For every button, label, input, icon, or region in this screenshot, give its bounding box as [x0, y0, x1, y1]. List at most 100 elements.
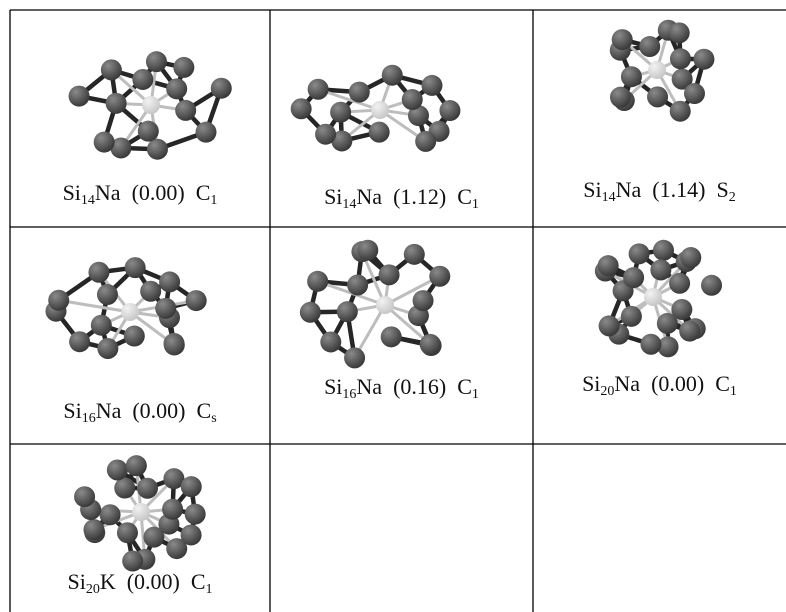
silicon-atom [162, 498, 184, 520]
silicon-atom [701, 274, 723, 296]
silicon-atom [620, 66, 642, 88]
silicon-atom [105, 92, 127, 114]
relative-energy: (0.00) [121, 569, 186, 594]
caption-text: Si [324, 374, 343, 399]
relative-energy: (0.00) [126, 398, 192, 423]
silicon-atom [671, 68, 693, 90]
silicon-atom [381, 64, 403, 86]
silicon-atom [90, 314, 112, 336]
silicon-atom [628, 243, 650, 265]
caption-subscript: 14 [342, 197, 357, 212]
cell-si16na-b: Si16Na (0.16) C1 [270, 227, 533, 444]
silicon-atom [320, 331, 342, 353]
silicon-atom [680, 247, 702, 269]
caption-subscript: s [211, 411, 217, 426]
silicon-atom [693, 48, 715, 70]
caption-text: Na [614, 371, 641, 396]
relative-energy: (1.12) [387, 184, 452, 209]
cell-si20k-a: Si20K (0.00) C1 [10, 444, 270, 612]
cell-si20na-a: Si20Na (0.00) C1 [533, 227, 786, 444]
dopant-atom [132, 503, 150, 521]
caption-text: Na [356, 184, 383, 209]
silicon-atom [163, 334, 185, 356]
caption-text: Na [615, 177, 642, 202]
caption-subscript: 1 [729, 384, 737, 399]
silicon-atom [143, 526, 165, 548]
caption-text: C [195, 180, 211, 205]
silicon-atom [620, 305, 642, 327]
structure-caption: Si14Na (0.00) C1 [10, 180, 270, 208]
caption-text: C [457, 374, 472, 399]
silicon-atom [307, 78, 329, 100]
caption-text: Si [582, 371, 601, 396]
silicon-atom [180, 524, 202, 546]
silicon-atom [378, 264, 400, 286]
structure-caption: Si20Na (0.00) C1 [533, 371, 786, 399]
silicon-atom [611, 29, 633, 51]
structure-caption: Si14Na (1.12) C1 [270, 184, 533, 212]
silicon-atom [668, 22, 690, 44]
silicon-atom [83, 519, 105, 541]
caption-text: C [196, 398, 212, 423]
cluster-structure [609, 19, 715, 122]
silicon-atom [166, 538, 188, 560]
silicon-atom [597, 255, 619, 277]
silicon-atom [180, 476, 202, 498]
structure-caption: Si14Na (1.14) S2 [533, 177, 786, 205]
caption-subscript: 20 [600, 384, 615, 399]
cell-si16na-a: Si16Na (0.00) Cs [10, 227, 270, 444]
caption-subscript: 1 [471, 197, 479, 212]
silicon-atom [290, 98, 312, 120]
silicon-atom [69, 331, 91, 353]
relative-energy: (0.00) [126, 180, 191, 205]
silicon-atom [669, 272, 691, 294]
silicon-atom [48, 289, 70, 311]
dopant-bond [58, 298, 131, 314]
silicon-atom [679, 320, 701, 342]
caption-subscript: 1 [471, 387, 479, 402]
structure-caption: Si20K (0.00) C1 [10, 569, 270, 597]
silicon-atom [210, 77, 232, 99]
silicon-atom [146, 138, 168, 160]
caption-text: S [716, 177, 729, 202]
silicon-atom [407, 105, 429, 127]
relative-energy: (0.16) [387, 374, 452, 399]
silicon-atom [598, 315, 620, 337]
silicon-atom [74, 486, 96, 508]
cell-si14na-c: Si14Na (1.14) S2 [533, 10, 786, 227]
silicon-atom [299, 301, 321, 323]
silicon-atom [185, 290, 207, 312]
silicon-atom [401, 89, 423, 111]
silicon-atom [652, 239, 674, 261]
silicon-atom [110, 137, 132, 159]
silicon-atom [155, 297, 177, 319]
silicon-atom [88, 261, 110, 283]
silicon-atom [671, 298, 693, 320]
caption-text: C [190, 569, 206, 594]
silicon-atom [93, 131, 115, 153]
silicon-atom [403, 243, 425, 265]
dopant-atom [371, 101, 389, 119]
silicon-atom [195, 121, 217, 143]
cell-empty-2 [533, 444, 786, 612]
silicon-atom [669, 100, 691, 122]
dopant-atom [648, 61, 666, 79]
dopant-atom [121, 303, 139, 321]
caption-text: C [457, 184, 472, 209]
silicon-atom [429, 265, 451, 287]
cell-si14na-b: Si14Na (1.12) C1 [270, 10, 533, 227]
structure-caption: Si16Na (0.16) C1 [270, 374, 533, 402]
silicon-atom [124, 257, 146, 279]
silicon-atom [136, 477, 158, 499]
relative-energy: (0.00) [645, 371, 710, 396]
silicon-atom [99, 504, 121, 526]
silicon-atom [132, 68, 154, 90]
silicon-atom [357, 239, 379, 261]
silicon-atom [419, 333, 441, 355]
caption-subscript: 20 [85, 582, 100, 597]
caption-text: Na [356, 374, 383, 399]
silicon-atom [173, 56, 195, 78]
caption-subscript: 16 [342, 387, 357, 402]
silicon-atom [650, 259, 672, 281]
silicon-atom [623, 267, 645, 289]
